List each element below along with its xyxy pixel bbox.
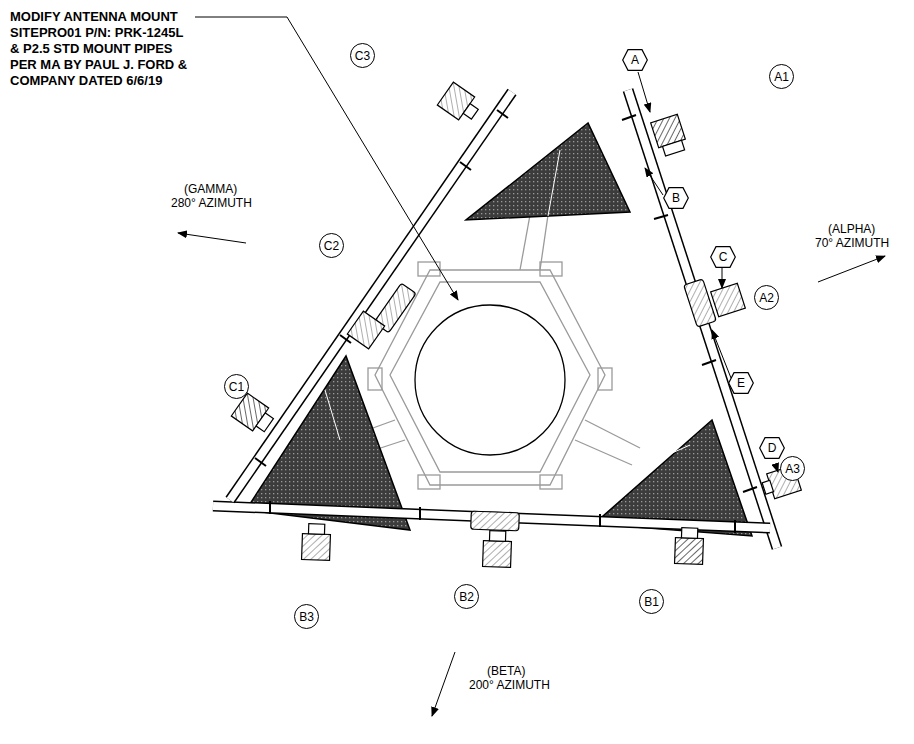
sector-name: (GAMMA): [182, 182, 239, 196]
callout-text: D: [768, 441, 777, 455]
callout-hexagon: A: [622, 49, 648, 71]
sector-position-circle: B2: [454, 584, 479, 609]
azimuth-value: 70° AZIMUTH: [813, 236, 891, 250]
sector-position-circle: C2: [319, 233, 344, 258]
sector-position-circle: A2: [754, 285, 779, 310]
callout-text: B2: [459, 590, 474, 604]
general-note: MODIFY ANTENNA MOUNT SITEPRO01 P/N: PRK-…: [8, 9, 195, 89]
sector-position-circle: B3: [294, 604, 319, 629]
azimuth-value: 200° AZIMUTH: [467, 678, 552, 692]
callout-text: A2: [759, 291, 774, 305]
callout-hexagon: E: [728, 372, 754, 394]
sector-position-circle: A3: [780, 456, 805, 481]
callout-text: A: [631, 53, 639, 67]
sector-position-circle: C3: [350, 43, 375, 68]
azimuth-value: 280° AZIMUTH: [169, 196, 254, 210]
sector-position-circle: C1: [224, 374, 249, 399]
sector-name: (ALPHA): [826, 222, 877, 236]
callout-text: B: [672, 191, 680, 205]
callout-hexagon: B: [663, 187, 689, 209]
callout-text: A3: [785, 462, 800, 476]
sector-position-circle: B1: [639, 589, 664, 614]
callout-text: E: [737, 376, 745, 390]
callout-text: C: [719, 250, 728, 264]
sector-position-circle: A1: [769, 64, 794, 89]
callout-text: C1: [229, 380, 244, 394]
sector-name: (BETA): [485, 664, 527, 678]
callout-hexagon: D: [759, 437, 785, 459]
callout-text: B3: [299, 610, 314, 624]
callout-hexagon: C: [710, 246, 736, 268]
callout-text: A1: [774, 70, 789, 84]
callout-text: C3: [355, 49, 370, 63]
callout-text: B1: [644, 595, 659, 609]
callout-text: C2: [324, 239, 339, 253]
